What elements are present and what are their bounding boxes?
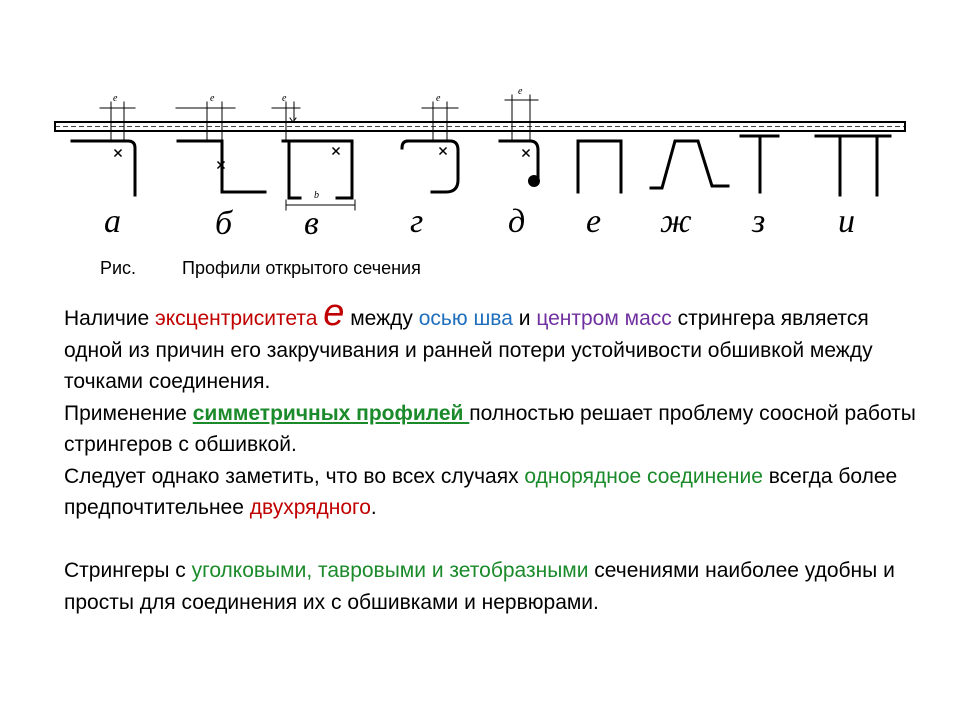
paragraph-eccentricity: Наличие эксцентриситета е между осью шва… [64,292,873,393]
figure-caption: Рис. Профили открытого сечения [100,258,421,279]
caption-text: Профили открытого сечения [182,258,421,278]
term-double-row: двухрядного [249,496,371,519]
label-z: з [751,203,765,240]
term-eccentricity: эксцентриситета [155,307,324,330]
profile-z [739,134,780,194]
paragraph-stringers: Стрингеры с уголковыми, тавровыми и зето… [64,559,895,614]
profile-d: e [498,86,540,187]
caption-prefix: Рис. [100,258,137,278]
paragraph-gap [64,524,924,556]
paragraph-joint: Следует однако заметить, что во всех слу… [64,464,898,520]
label-a: а [104,203,121,240]
svg-text:e: e [210,93,215,104]
label-zh: ж [660,203,692,240]
label-v: в [304,205,319,242]
profile-i [814,134,892,197]
profile-b: e [175,93,267,194]
svg-text:e: e [436,93,441,104]
term-mass-center: центром масс [536,307,672,330]
svg-text:b: b [314,190,319,201]
skin-plate [54,121,906,132]
svg-text:e: e [282,93,287,104]
paragraph-symmetric: Применение симметричных профилей полност… [64,401,916,457]
symbol-e: е [323,292,345,334]
stringer-profiles-figure: e e e [54,86,906,242]
label-e: е [586,203,601,240]
profile-g: e [400,93,460,194]
body-text: Наличие эксцентриситета е между осью шва… [64,292,924,618]
profile-zh [649,139,730,190]
profile-e [576,139,623,194]
label-b: б [215,205,234,242]
profile-labels: а б в г д е ж з и [104,203,855,242]
term-seam-axis: осью шва [418,307,513,330]
term-section-types: уголковыми, тавровыми и зетобразными [191,559,589,582]
term-symmetric-profiles: симметричных профилей [192,401,470,425]
profile-a: e [70,93,137,197]
label-d: д [508,203,525,240]
svg-text:e: e [518,86,523,97]
label-i: и [838,203,855,240]
label-g: г [410,203,423,240]
profile-v: e b [271,93,356,211]
term-single-row: однорядное соединение [524,464,763,488]
svg-text:e: e [113,93,118,104]
